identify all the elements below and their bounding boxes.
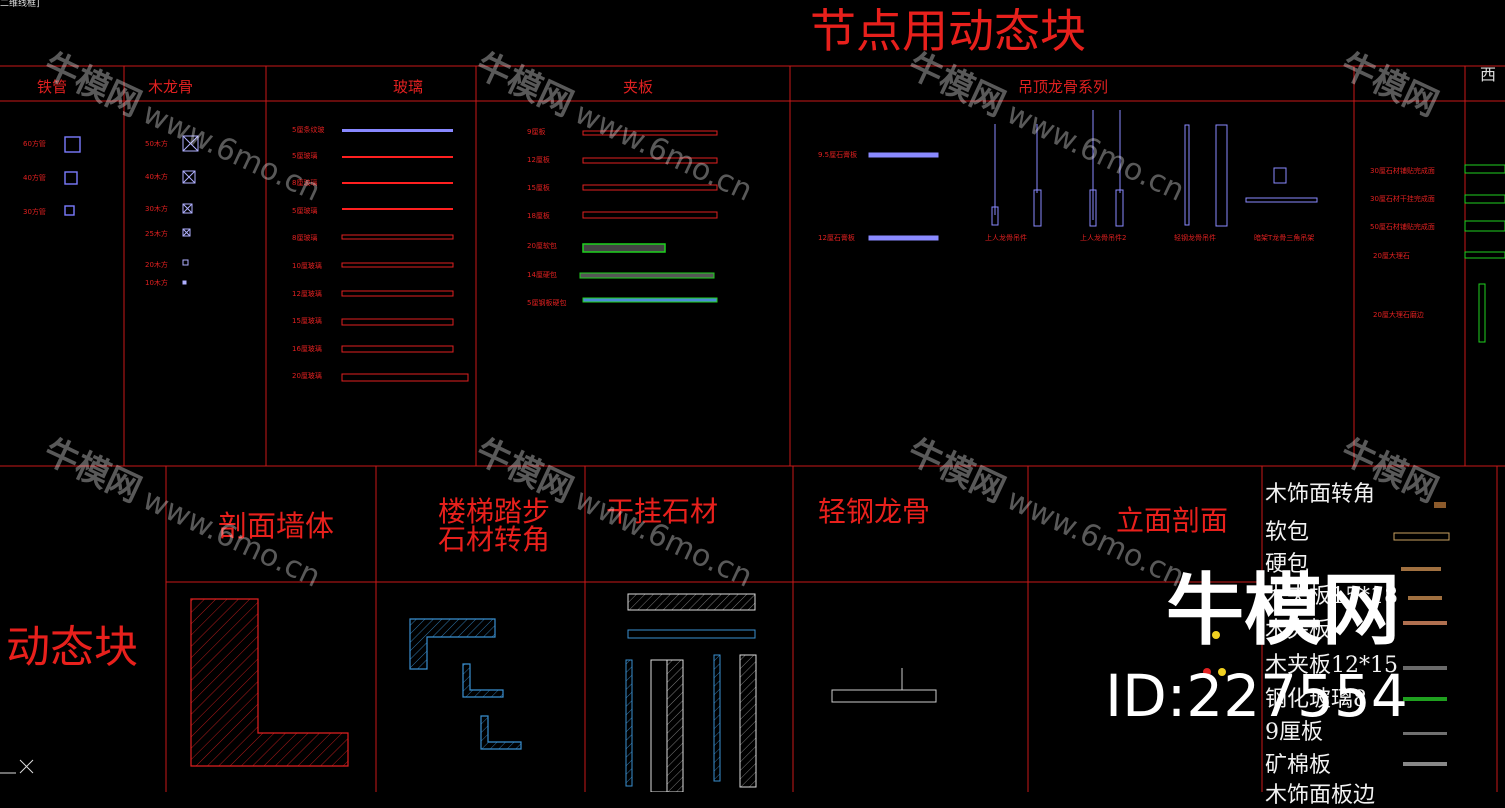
material-item: 木饰面板边 [1265, 783, 1376, 808]
stone-label: 30厘石材铺贴完成面 [1370, 167, 1435, 175]
stone-label: 20厘大理石磨边 [1373, 311, 1424, 319]
stone-label: 20厘大理石 [1373, 252, 1410, 260]
tube-label: 30方管 [23, 208, 46, 216]
section-wall-title: 剖面墙体 [218, 509, 335, 543]
brand-logo: 牛模网 [1166, 566, 1401, 656]
ceiling-keel-drawings [868, 110, 1318, 241]
timber-joist-symbols [182, 135, 199, 285]
ceiling-board-label: 12厘石膏板 [818, 234, 855, 242]
plywood-label: 18厘板 [527, 212, 550, 220]
header-glass: 玻璃 [393, 78, 424, 96]
right-stone-samples [1464, 164, 1505, 343]
ceiling-board-label: 9.5厘石膏板 [818, 151, 858, 159]
timber-label: 50木方 [145, 140, 168, 148]
material-item: 硬包 [1265, 552, 1310, 577]
brand-id: ID:227554 [1105, 662, 1408, 730]
material-item: 钢化玻璃8 [1265, 687, 1367, 712]
glass-label: 5厘玻璃 [292, 207, 318, 215]
material-item: 木饰面转角 [1265, 482, 1376, 507]
glass-label: 8厘玻璃 [292, 179, 318, 187]
square-tube-symbols [64, 136, 81, 216]
page-title: 节点用动态块 [810, 4, 1086, 58]
glass-label: 8厘玻璃 [292, 234, 318, 242]
frame-lines [0, 65, 1505, 792]
light-steel-keel-drawing [831, 668, 937, 703]
header-tiepipe: 铁管 [37, 78, 68, 96]
timber-label: 10木方 [145, 279, 168, 287]
section-wall-drawing [190, 598, 349, 767]
glass-label: 15厘玻璃 [292, 317, 322, 325]
stone-label: 30厘石材干挂完成面 [1370, 195, 1435, 203]
glass-label: 5厘玻璃 [292, 152, 318, 160]
elevation-section-markers [1203, 631, 1226, 676]
ceiling-keel-label: 轻钢龙骨吊件 [1174, 234, 1216, 242]
plywood-label: 20厘软包 [527, 242, 557, 250]
plywood-label: 14厘硬包 [527, 271, 557, 279]
glass-label: 10厘玻璃 [292, 262, 322, 270]
glass-label: 12厘玻璃 [292, 290, 322, 298]
material-sample-strips [1393, 502, 1450, 766]
glass-strips [341, 129, 469, 382]
header-jiaban: 夹板 [623, 78, 654, 96]
timber-label: 30木方 [145, 205, 168, 213]
plywood-label: 5厘钢板硬包 [527, 299, 567, 307]
material-item: 9厘板 [1265, 720, 1323, 745]
header-ceiling: 吊顶龙骨系列 [1018, 78, 1109, 96]
header-west: 西 [1480, 65, 1497, 84]
plywood-label: 9厘板 [527, 128, 546, 136]
material-item: 软包 [1265, 520, 1310, 545]
material-item: 木夹板15*18 [1265, 584, 1398, 609]
timber-label: 40木方 [145, 173, 168, 181]
tube-label: 40方管 [23, 174, 46, 182]
dry-hanging-stone-drawing [625, 593, 757, 792]
viewport-label[interactable]: 二维线框] [0, 0, 40, 9]
header-mulonggu: 木龙骨 [148, 78, 194, 96]
stone-label: 50厘石材铺贴完成面 [1370, 223, 1435, 231]
material-item: 矿棉板 [1265, 753, 1332, 778]
tube-label: 60方管 [23, 140, 46, 148]
ceiling-keel-label: 上人龙骨吊件 [985, 234, 1027, 242]
material-item: 木夹板12*15 [1265, 653, 1398, 678]
ceiling-keel-label: 上人龙骨吊件2 [1080, 234, 1127, 242]
ceiling-keel-label: 暗架T龙骨三角吊架 [1254, 234, 1315, 242]
glass-label: 16厘玻璃 [292, 345, 322, 353]
material-item: 木夹板 [1265, 618, 1332, 643]
plywood-label: 12厘板 [527, 156, 550, 164]
timber-label: 25木方 [145, 230, 168, 238]
stair-title-line1: 楼梯踏步 [438, 495, 551, 528]
elevation-section-title: 立面剖面 [1116, 504, 1229, 537]
timber-label: 20木方 [145, 261, 168, 269]
dynamic-block-label: 动态块 [6, 622, 138, 673]
steel-keel-title: 轻钢龙骨 [818, 495, 931, 528]
glass-label: 20厘玻璃 [292, 372, 322, 380]
stone-title: 干挂石材 [606, 495, 719, 528]
glass-label: 5厘条纹玻 [292, 126, 325, 134]
stair-stone-corner-drawing [409, 618, 522, 750]
ucs-axis-icon[interactable] [0, 759, 34, 774]
plywood-label: 15厘板 [527, 184, 550, 192]
plywood-strips [579, 130, 718, 303]
stair-title-line2: 石材转角 [438, 523, 551, 556]
